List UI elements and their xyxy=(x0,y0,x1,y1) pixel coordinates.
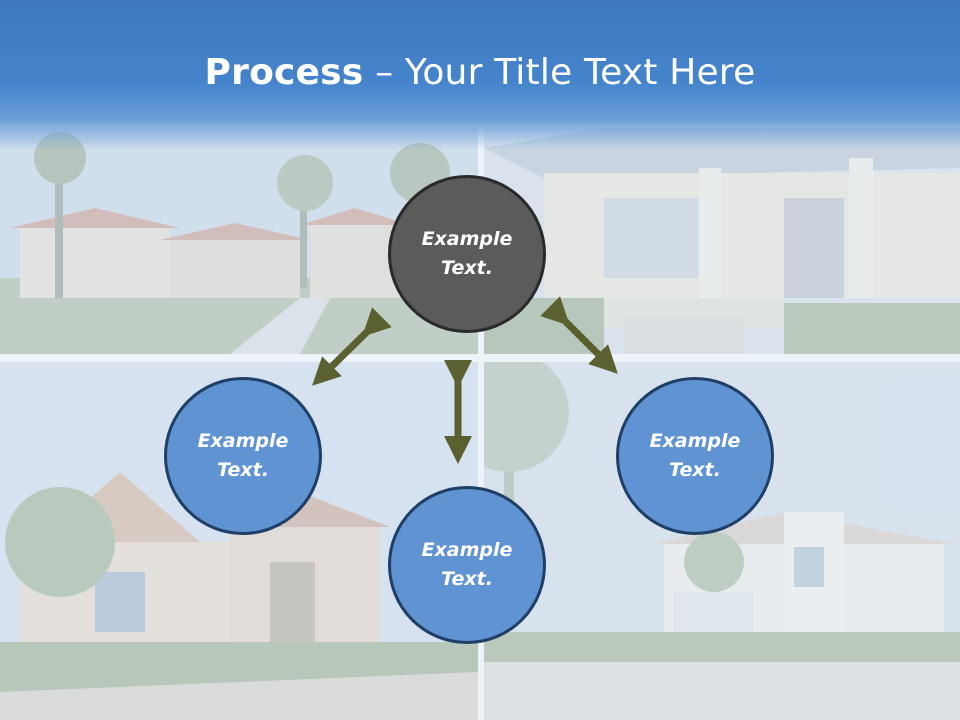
arrow-top-left xyxy=(312,307,392,386)
arrow-top-right xyxy=(540,296,618,374)
title-banner xyxy=(0,0,960,150)
slide-title-bold: Process xyxy=(204,52,364,93)
node-right[interactable]: Example Text. xyxy=(616,377,774,535)
node-left-text: Example Text. xyxy=(197,430,289,481)
house-photo-top-right xyxy=(484,128,960,354)
collage-divider-vertical xyxy=(478,128,484,720)
node-left[interactable]: Example Text. xyxy=(164,377,322,535)
node-bottom[interactable]: Example Text. xyxy=(388,486,546,644)
node-bottom-text: Example Text. xyxy=(421,539,513,590)
slide-title-rest: – Your Title Text Here xyxy=(363,52,756,93)
node-right-text: Example Text. xyxy=(649,430,741,481)
slide-title: Process – Your Title Text Here xyxy=(0,52,960,93)
node-top[interactable]: Example Text. xyxy=(388,175,546,333)
node-top-text: Example Text. xyxy=(421,228,513,279)
